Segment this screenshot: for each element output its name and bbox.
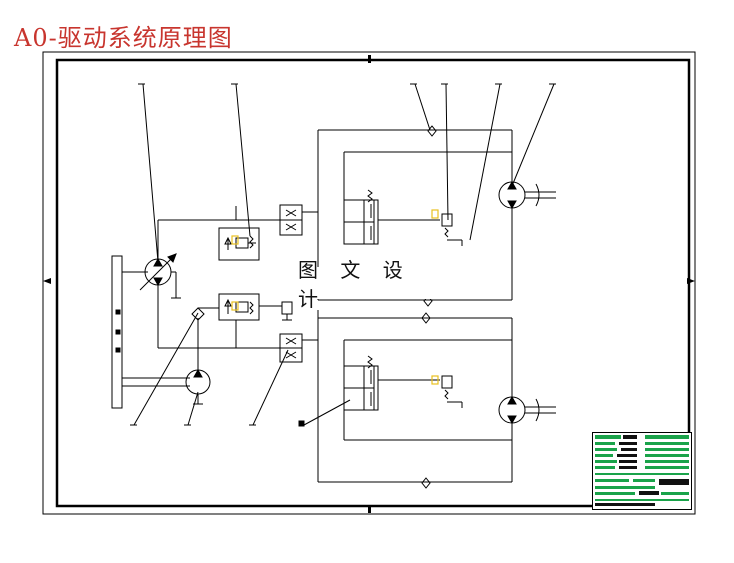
- relief-valve-icon: [218, 227, 260, 261]
- pressure-switch-icon: [441, 375, 462, 403]
- check-valve-icon: [427, 125, 437, 137]
- outer-frame: [42, 51, 696, 515]
- leader-lines: [130, 83, 556, 426]
- directional-valve-icon: [279, 204, 303, 236]
- variable-pump-icon: [139, 253, 181, 299]
- motor-icon: [498, 180, 556, 210]
- valve-tags: [231, 209, 439, 385]
- filter-icon: [281, 301, 293, 321]
- check-valve-icon: [421, 295, 433, 489]
- charge-pump-icon: [185, 307, 219, 405]
- relief-valve-icon: [218, 293, 260, 321]
- engine-block: [111, 255, 123, 409]
- watermark-label: 图 文 设 计: [298, 258, 444, 311]
- directional-valve-icon: [343, 189, 379, 245]
- directional-valve-icon: [343, 355, 379, 411]
- motor-icon: [498, 395, 556, 425]
- drawing-title: A0-驱动系统原理图: [14, 24, 233, 52]
- pressure-switch-icon: [441, 213, 462, 241]
- title-block: [592, 432, 692, 510]
- directional-valve-icon: [279, 333, 303, 363]
- frame-center-marks: [43, 55, 695, 513]
